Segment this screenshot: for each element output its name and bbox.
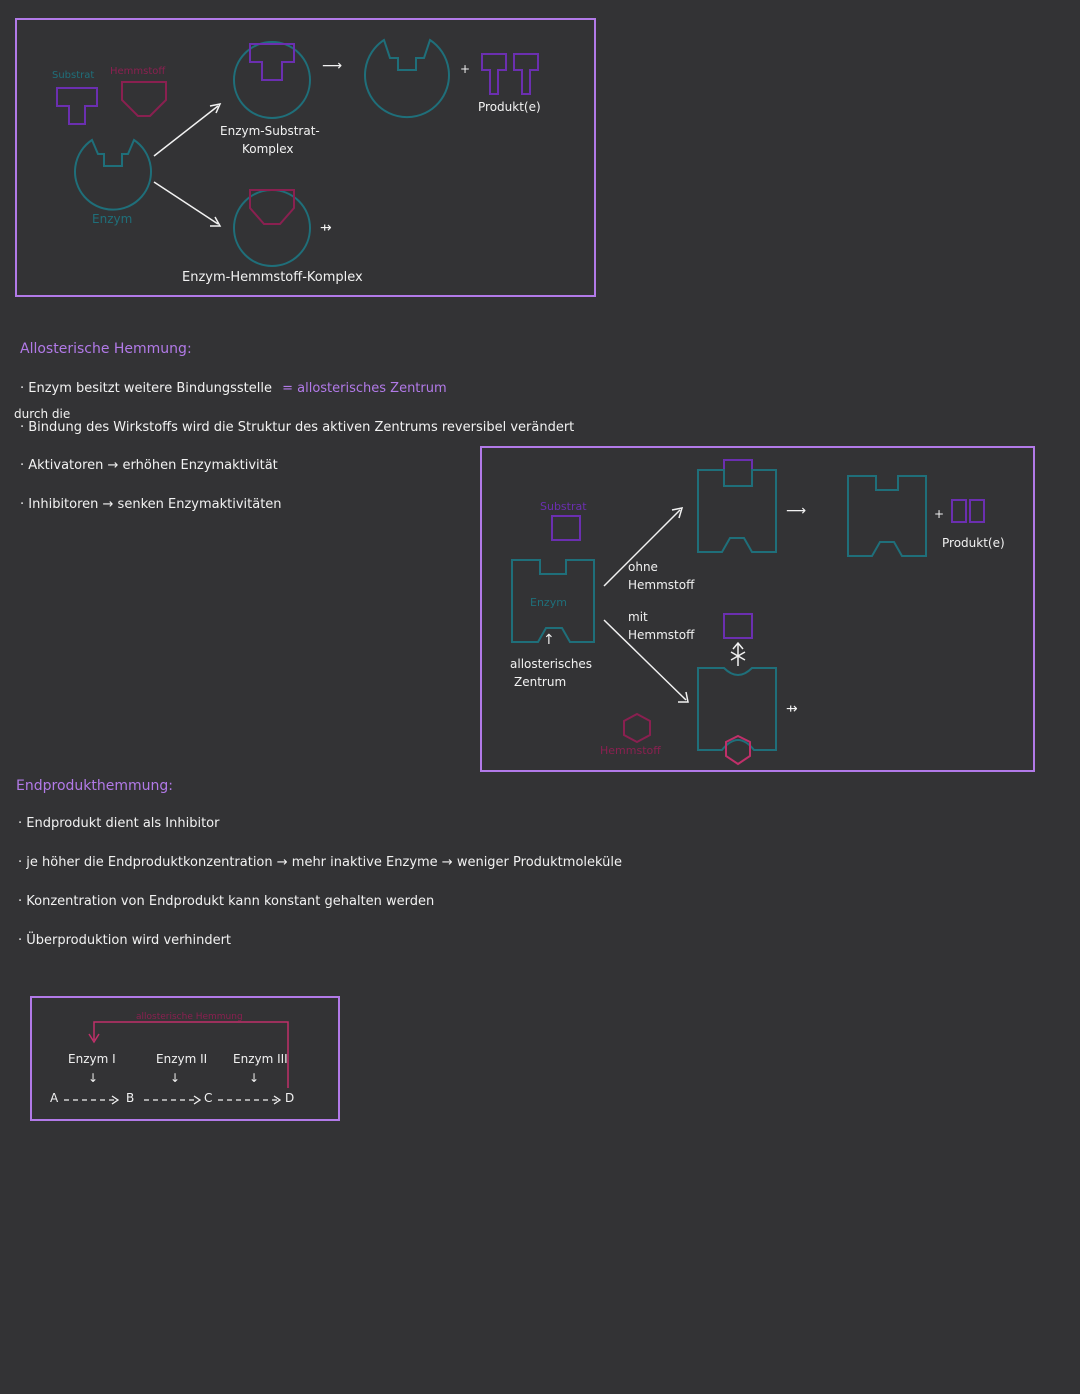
hemmstoff-label: Hemmstoff: [110, 66, 166, 77]
arrow-es-to-ep: ⟶: [322, 58, 343, 74]
es-complex-label-line2: Komplex: [242, 142, 294, 156]
endprodukt-line2: · je höher die Endproduktkonzentration →…: [18, 855, 622, 870]
endprodukt-line1: · Endprodukt dient als Inhibitor: [18, 816, 220, 831]
allosteric-line2: · Bindung des Wirkstoffs wird die Strukt…: [20, 420, 575, 435]
enzym-3-label: Enzym III: [233, 1052, 288, 1066]
d2-blocked-substrate: [723, 613, 753, 666]
enzym-2-label: Enzym II: [156, 1052, 208, 1066]
metabolite-a: A: [50, 1091, 59, 1105]
inhibitor-shape: [121, 81, 167, 117]
d2-ohne-label: ohne Hemmstoff: [628, 558, 694, 594]
pathway-frame: [30, 996, 340, 1121]
allosteric-line3: · Aktivatoren → erhöhen Enzymaktivität: [20, 458, 278, 473]
d2-allosteric-label-line2: Zentrum: [514, 675, 567, 689]
es-complex-label-line1: Enzym-Substrat-: [220, 124, 320, 138]
d2-arrow-mit: [603, 619, 689, 703]
metabolite-c: C: [204, 1091, 213, 1105]
d2-inhibitor-shape: [623, 712, 651, 744]
endprodukt-heading: Endprodukthemmung:: [16, 778, 173, 794]
d2-no-reaction: ⇸: [786, 701, 798, 717]
metabolite-b: B: [126, 1091, 135, 1105]
d2-hemmstoff-label: Hemmstoff: [600, 744, 661, 757]
endprodukt-line3: · Konzentration von Endprodukt kann kons…: [18, 894, 435, 909]
d2-arrow-right: ⟶: [786, 503, 807, 519]
d2-allosteric-label-line1: allosterisches: [510, 657, 593, 671]
es-complex-label: Enzym-Substrat- Komplex: [220, 122, 320, 158]
no-reaction-arrow: ⇸: [320, 220, 332, 236]
enzym-1-arrow: ↓: [88, 1071, 99, 1085]
d2-arrow-ohne: [603, 507, 684, 587]
allosteric-diagram-frame: [480, 446, 1035, 772]
substrat-label: Substrat: [52, 70, 95, 81]
d2-enzym-label: Enzym: [530, 596, 567, 609]
d2-mit-line1: mit: [628, 610, 648, 624]
allosteric-heading: Allosterische Hemmung:: [20, 341, 192, 357]
feedback-label: allosterische Hemmung: [136, 1012, 243, 1022]
allosteric-line1: · Enzym besitzt weitere Bindungsstelle =…: [20, 381, 447, 396]
arrow-to-es-complex: [153, 102, 222, 157]
d2-active-enzyme-with-substrate: [697, 459, 777, 553]
enzym-3-arrow: ↓: [249, 1071, 260, 1085]
arrow-to-ei-complex: [153, 181, 222, 227]
d2-mit-label: mit Hemmstoff: [628, 608, 694, 644]
product-shapes: [481, 53, 539, 95]
plus-sign-1: +: [460, 62, 471, 76]
allosteric-line1-prefix: · Enzym besitzt weitere Bindungsstelle: [20, 381, 272, 396]
d2-inhibited-enzyme: [697, 667, 777, 766]
d2-ohne-line2: Hemmstoff: [628, 578, 695, 592]
enzym-2-arrow: ↓: [170, 1071, 181, 1085]
allosteric-zentrum-term: = allosterisches Zentrum: [282, 381, 447, 396]
allosteric-line4: · Inhibitoren → senken Enzymaktivitäten: [20, 497, 282, 512]
ei-complex-shape: [233, 189, 311, 267]
d2-ohne-line1: ohne: [628, 560, 658, 574]
substrate-shape: [56, 87, 98, 125]
d2-substrate-shape: [551, 515, 581, 541]
d2-released-enzyme: [847, 475, 927, 557]
d2-substrat-label: Substrat: [540, 500, 587, 513]
d2-plus: +: [934, 507, 945, 521]
enzym-label: Enzym: [92, 212, 133, 226]
d2-mit-line2: Hemmstoff: [628, 628, 695, 642]
feedback-inhibition-arrow: [88, 1021, 289, 1088]
produkt-label: Produkt(e): [478, 100, 541, 114]
enzym-1-label: Enzym I: [68, 1052, 116, 1066]
d2-allosteric-arrow: ↑: [543, 632, 555, 648]
es-complex-shape: [233, 41, 311, 119]
ei-complex-label: Enzym-Hemmstoff-Komplex: [182, 270, 363, 285]
allosteric-line2-top: durch die: [14, 407, 71, 421]
pathway-dashed-arrows: [64, 1095, 282, 1105]
competitive-diagram-frame: [15, 18, 596, 297]
d2-enzyme-shape: [511, 559, 595, 643]
enzyme-released-shape: [364, 38, 450, 119]
enzyme-shape: [74, 138, 152, 211]
d2-allosteric-label: allosterisches Zentrum: [510, 655, 592, 691]
d2-produkt-label: Produkt(e): [942, 536, 1005, 550]
endprodukt-line4: · Überproduktion wird verhindert: [18, 933, 232, 948]
metabolite-d: D: [285, 1091, 295, 1105]
d2-product-shapes: [951, 499, 985, 523]
